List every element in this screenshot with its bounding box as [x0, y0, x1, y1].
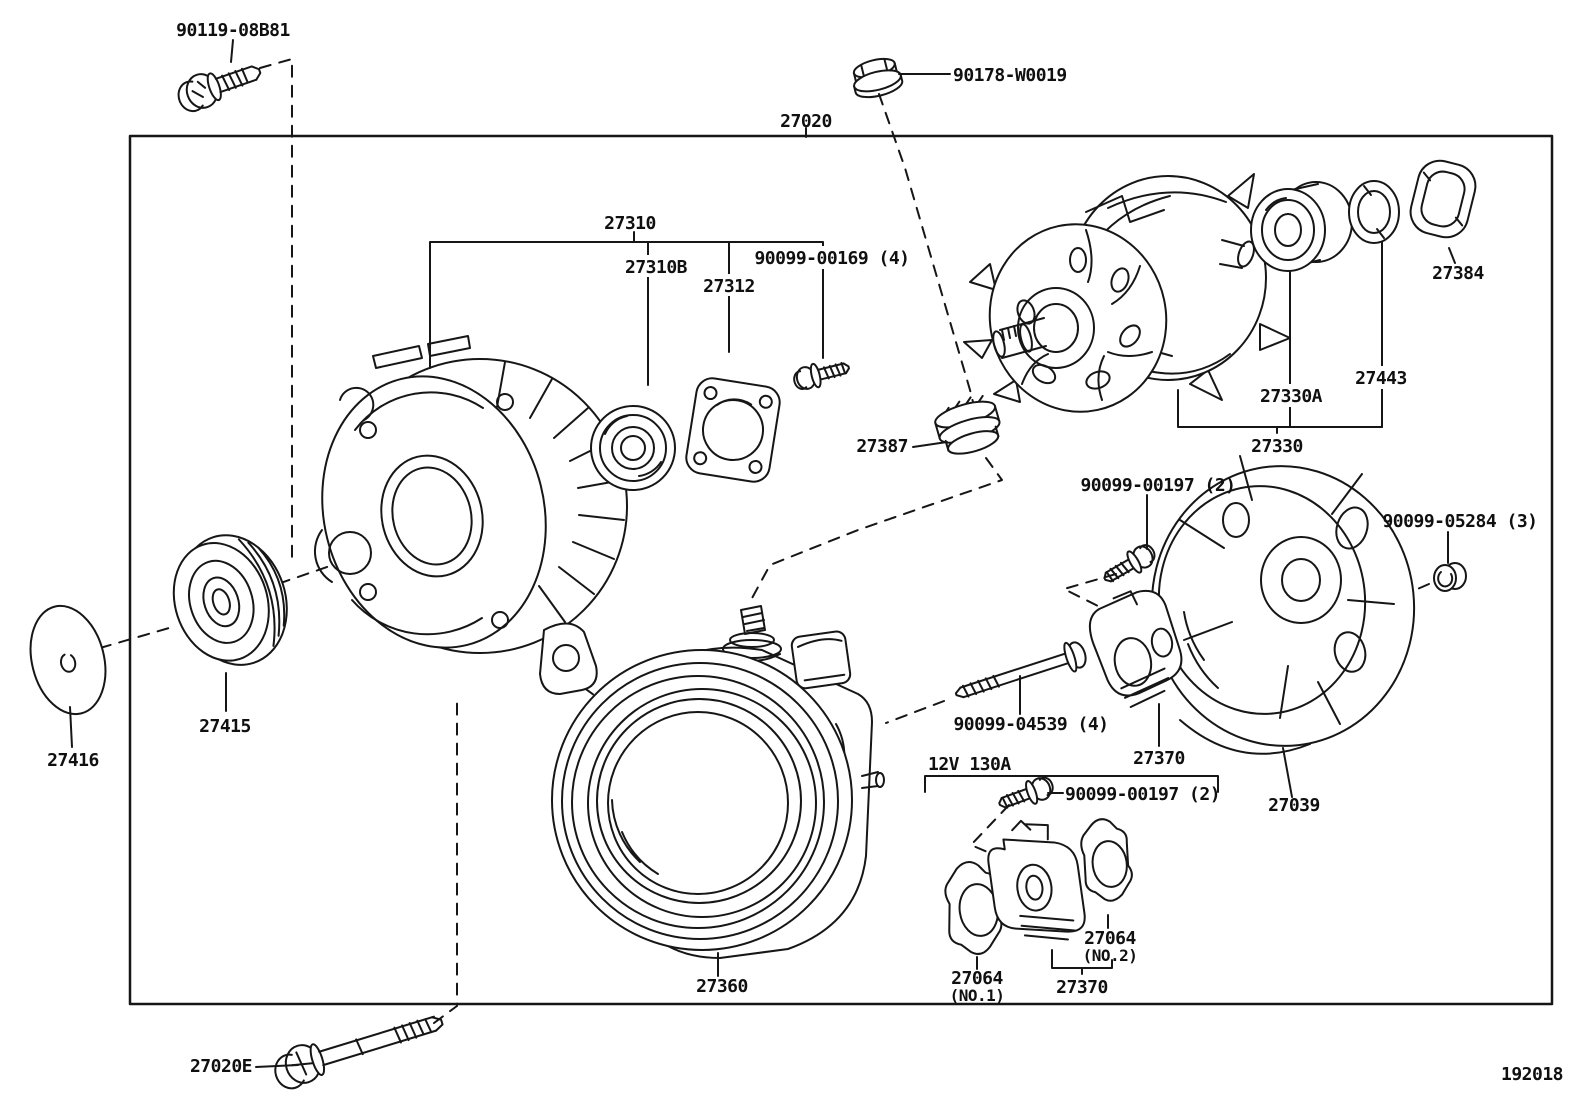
part-rear-bearing [1250, 181, 1353, 272]
part-regulator-screw [1097, 539, 1161, 591]
label-rear-bearing: 27330A [1260, 386, 1323, 407]
part-end-cover [1150, 455, 1416, 755]
part-rotor [963, 173, 1295, 413]
label-brush-no2: 27064 [1084, 928, 1136, 949]
part-drive-end-frame [314, 335, 628, 695]
part-retainer-screw [790, 354, 853, 394]
part-pulley-cap [29, 604, 107, 716]
label-bearing-retainer: 27312 [703, 276, 755, 297]
label-backer [702, 274, 756, 296]
part-front-bearing [590, 405, 676, 491]
drawing-number: 192018 [1501, 1064, 1563, 1085]
part-terminal-insulator [1409, 159, 1477, 239]
part-slip-ring [934, 394, 1001, 455]
label-pulley-cap: 27416 [47, 750, 99, 771]
label-brush-holder: 27370 [1133, 748, 1185, 769]
part-brush-no2 [1080, 818, 1133, 902]
label-brush-no1: 27064 [951, 968, 1003, 989]
label-rectifier-holder: 27370 [1056, 977, 1108, 998]
part-cover-nut [1433, 562, 1467, 592]
part-brush-holder [1088, 589, 1183, 708]
label-assembly: 27020 [780, 111, 832, 132]
part-rectifier-holder [987, 819, 1086, 941]
part-terminal-nut [852, 57, 904, 99]
label-backer [1259, 384, 1323, 407]
label-terminal-nut: 90178-W0019 [953, 65, 1067, 86]
part-bearing-retainer [685, 377, 781, 483]
label-long-through-bolt: 27020E [190, 1056, 252, 1077]
label-drive-end-frame: 27310 [604, 213, 656, 234]
part-pulley [172, 534, 288, 666]
label-backer [754, 246, 910, 269]
label-rotor: 27330 [1251, 436, 1303, 457]
label-backer [622, 255, 690, 277]
label-slip-ring: 27387 [856, 436, 908, 457]
label-terminal-insulator: 27384 [1432, 263, 1484, 284]
part-long-through-bolt [274, 1015, 444, 1090]
label-front-bearing: 27310B [625, 257, 688, 278]
assembly-boundary-box [128, 134, 1554, 1006]
part-stator [551, 605, 885, 959]
part-mount-bolt [177, 65, 262, 113]
label-through-bolts: 90099-04539 (4) [953, 714, 1108, 735]
label-pulley: 27415 [199, 716, 251, 737]
label-rectifier-screws: 90099-00197 (2) [1065, 784, 1220, 805]
label-cover-nuts: 90099-05284 (3) [1382, 511, 1537, 532]
label-mount-bolt: 90119-08B81 [176, 20, 290, 41]
label-end-cover: 27039 [1268, 795, 1320, 816]
label-retainer-screws: 90099-00169 (4) [754, 248, 909, 269]
label-rating: 12V 130A [928, 754, 1011, 775]
label-backer [1354, 366, 1408, 389]
label-regulator-screws: 90099-00197 (2) [1080, 475, 1235, 496]
part-through-bolt [954, 641, 1087, 699]
label-brush-no1-number: (NO.1) [950, 986, 1005, 1005]
label-stator: 27360 [696, 976, 748, 997]
callout-lines [69, 39, 1456, 1068]
label-bearing-cover: 27443 [1355, 368, 1407, 389]
label-brush-no2-number: (NO.2) [1083, 946, 1138, 965]
part-bearing-cover [1348, 180, 1400, 244]
